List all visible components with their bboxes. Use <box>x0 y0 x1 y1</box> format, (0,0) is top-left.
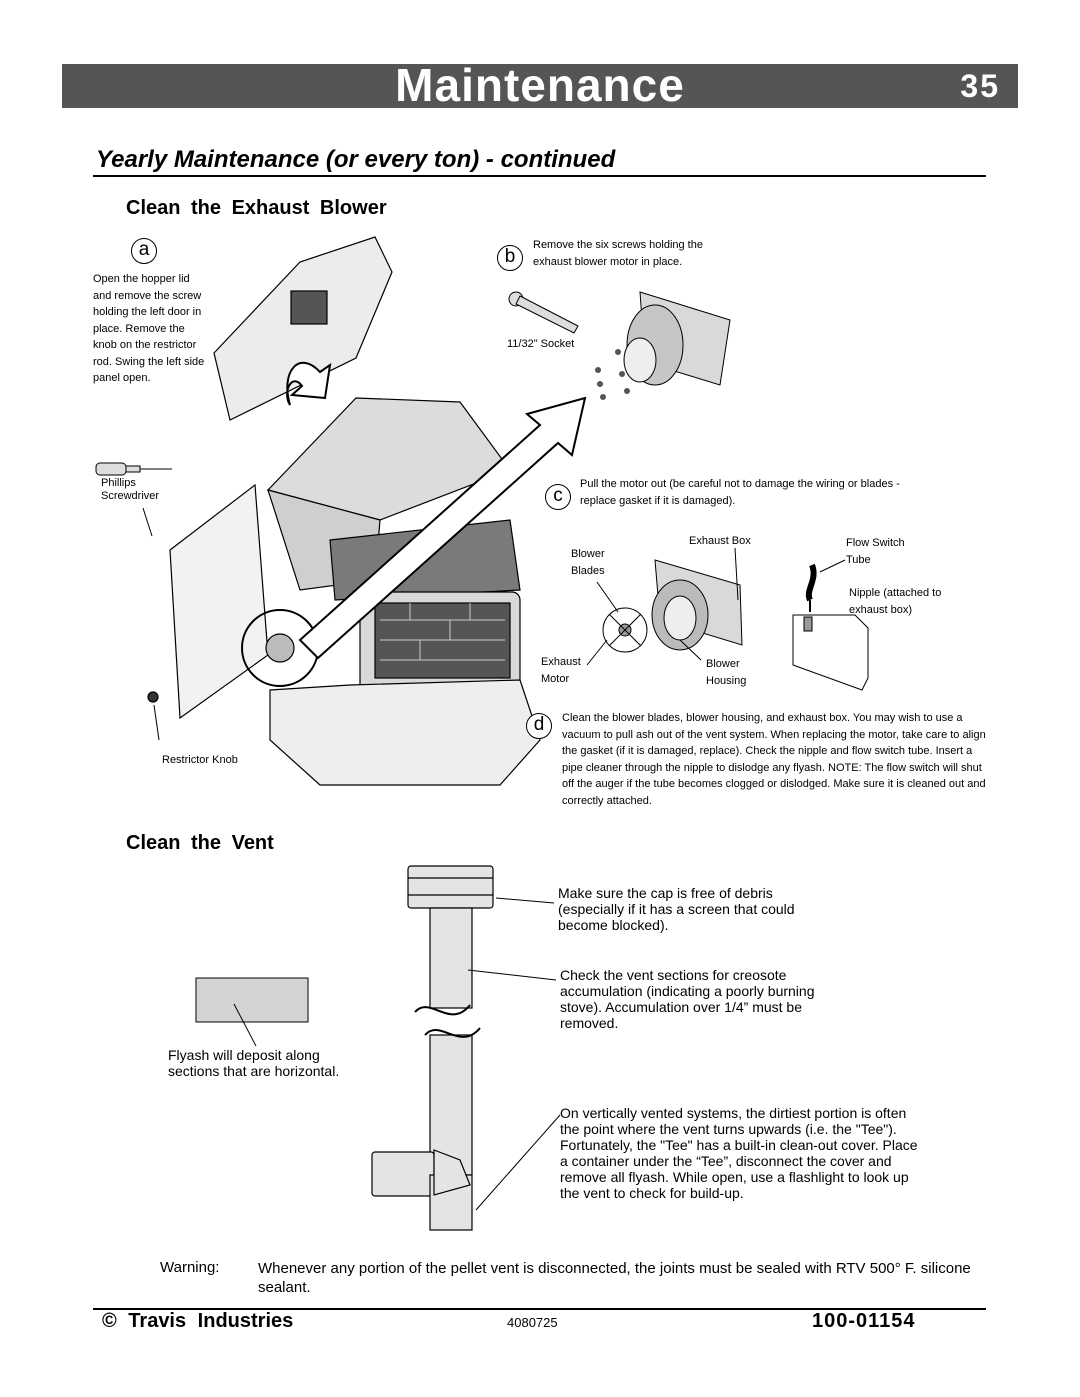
restrictor-knob-label: Restrictor Knob <box>162 754 238 766</box>
cap-note: Make sure the cap is free of debris (esp… <box>558 885 795 933</box>
exhaust-box-illustration <box>792 614 869 691</box>
screws <box>595 349 630 400</box>
footer-date-code: 4080725 <box>507 1315 558 1330</box>
blower-motor-b <box>623 291 731 386</box>
tee-note: On vertically vented systems, the dirtie… <box>560 1105 918 1201</box>
warning-text: Whenever any portion of the pellet vent … <box>258 1260 971 1296</box>
open-lid-arrow <box>286 361 332 406</box>
vent-heading: Clean the Vent <box>126 832 274 854</box>
section-title: Yearly Maintenance (or every ton) - cont… <box>96 146 616 173</box>
restrictor-leader <box>153 704 160 741</box>
creosote-note: Check the vent sections for creosote acc… <box>560 967 815 1031</box>
leader-lines-c <box>586 547 846 666</box>
blower-blades-label: Blower Blades <box>571 548 605 577</box>
footer-divider <box>93 1308 986 1310</box>
step-d-text: Clean the blower blades, blower housing,… <box>562 712 986 807</box>
blower-exploded <box>602 559 743 653</box>
socket-label: 11/32" Socket <box>507 338 575 350</box>
step-b-marker: b <box>497 245 523 271</box>
pointer-arrow <box>298 396 587 660</box>
page-title: Maintenance <box>395 59 685 111</box>
footer-company: © Travis Industries <box>102 1310 294 1332</box>
warning-label: Warning: <box>160 1259 220 1276</box>
step-d-marker: d <box>526 713 552 739</box>
screwdriver-label: Phillips Screwdriver <box>101 477 160 502</box>
step-a-marker: a <box>131 238 157 264</box>
nipple-label: Nipple (attached to exhaust box) <box>849 587 942 616</box>
exhaust-heading: Clean the Exhaust Blower <box>126 197 387 219</box>
vent-arrows <box>233 897 561 1211</box>
socket-illustration <box>508 291 579 334</box>
flow-switch-tube-label: Flow Switch Tube <box>846 537 905 566</box>
screwdriver-illustration <box>95 462 172 476</box>
step-c-marker: c <box>545 484 571 510</box>
footer-doc-number: 100-01154 <box>812 1310 916 1332</box>
exhaust-box-label: Exhaust Box <box>689 535 751 547</box>
horizontal-pipe-section <box>195 977 309 1023</box>
step-b-text: Remove the six screws holding the exhaus… <box>533 239 703 268</box>
step-a-text: Open the hopper lid and remove the screw… <box>93 273 205 384</box>
header-bar <box>62 64 1018 108</box>
flyash-note: Flyash will deposit along sections that … <box>168 1047 340 1079</box>
section-divider <box>93 175 986 177</box>
step-c-text: Pull the motor out (be careful not to da… <box>580 478 900 507</box>
stove-illustration <box>147 236 541 786</box>
blower-housing-label: Blower Housing <box>706 658 747 687</box>
screwdriver-leader <box>142 507 153 537</box>
exhaust-motor-label: Exhaust Motor <box>541 656 581 685</box>
page-number: 35 <box>960 68 1000 104</box>
vent-pipe <box>371 865 494 1231</box>
